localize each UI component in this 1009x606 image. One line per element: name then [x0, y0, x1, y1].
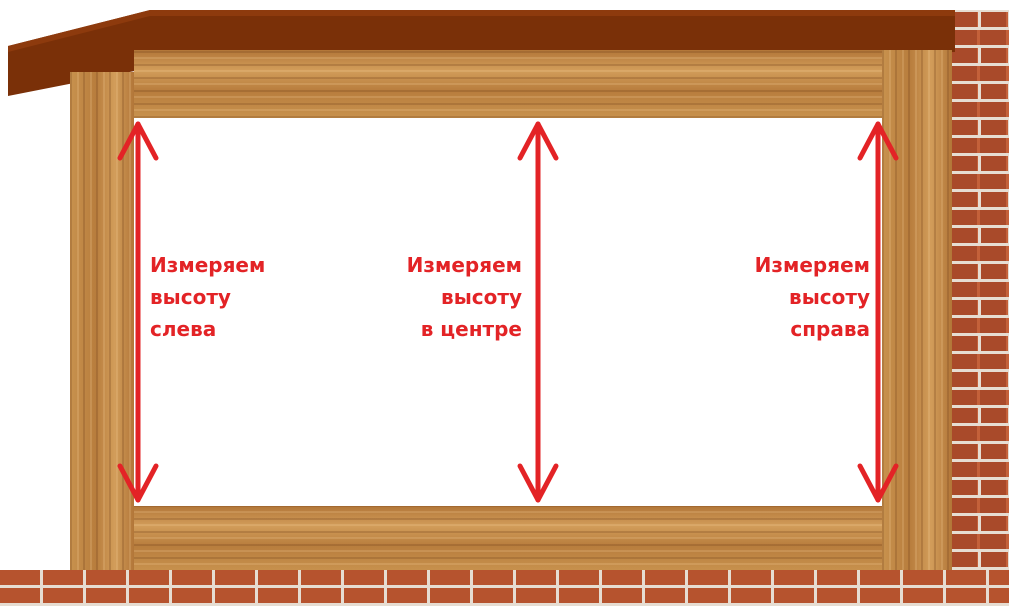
- brick-wall: [951, 10, 1009, 570]
- label-center: Измеряем высоту в центре: [406, 253, 522, 341]
- bottom-beam: [134, 506, 882, 572]
- left-arrow: [117, 121, 159, 503]
- label-left: Измеряем высоту слева: [150, 253, 266, 341]
- right-post: [882, 50, 952, 572]
- window-opening: [134, 118, 882, 506]
- right-arrow: [857, 121, 899, 503]
- brick-floor: [0, 570, 1009, 606]
- label-right: Измеряем высоту справа: [754, 253, 870, 341]
- center-arrow: [517, 121, 559, 503]
- top-beam: [134, 50, 882, 118]
